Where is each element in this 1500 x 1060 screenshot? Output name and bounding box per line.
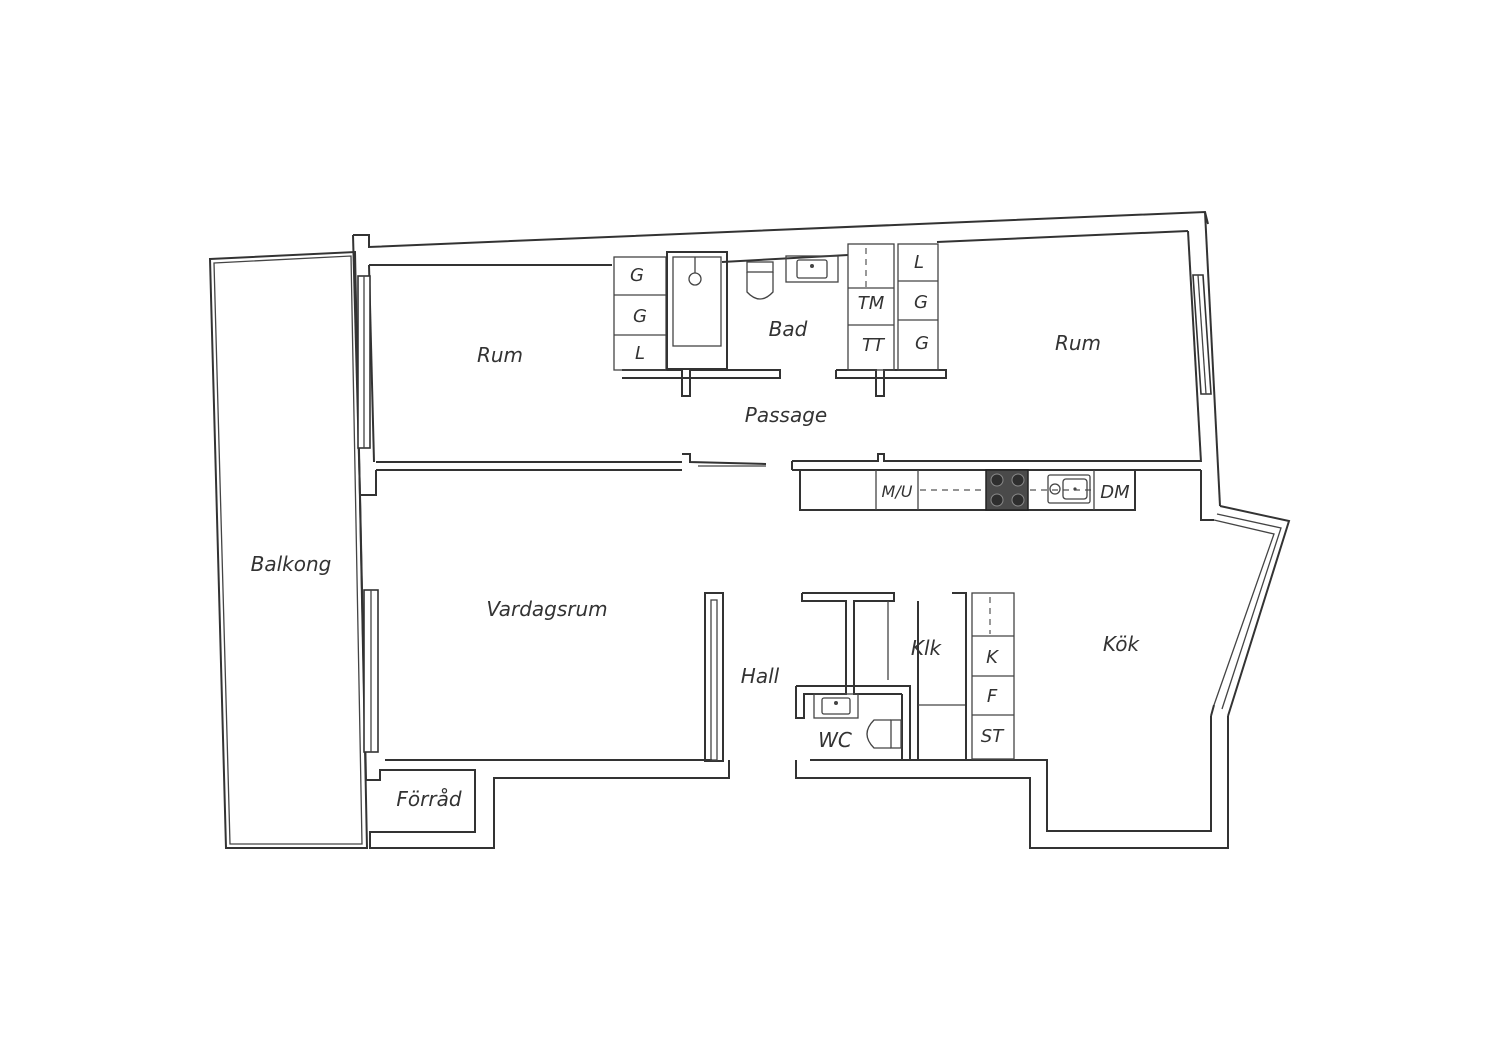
room-label-hall: Hall [741,664,780,688]
appliance-label: DM [1100,482,1130,503]
outer-walls [352,210,1291,849]
room-label-klk: Klk [911,636,943,660]
toilet-icon [746,261,774,300]
closet-label: G [630,265,644,286]
room-label-kok: Kök [1103,632,1141,656]
laundry-label: TM [858,293,885,314]
room-label-vardagsrum: Vardagsrum [486,597,607,621]
room-label-rum-right: Rum [1055,331,1101,355]
room-labels: Rum Bad Rum Passage Balkong Vardagsrum H… [251,317,1141,811]
bath-sink-icon [785,255,839,283]
room-label-balkong: Balkong [251,552,332,576]
closet-label: G [915,333,929,354]
balcony [208,250,369,849]
appliance-label: M/U [882,482,913,501]
closet-label: L [914,252,924,273]
wc-toilet-icon [866,719,902,749]
room-label-bad: Bad [769,317,808,341]
kitchen-sink-icon [1047,474,1091,504]
fixture-labels: G G L TM TT L G G M/U DM K F ST [630,252,1130,747]
closet-label: L [635,343,645,364]
room-label-passage: Passage [745,403,827,427]
appliance-label: ST [981,726,1005,747]
stove-icon [985,469,1029,511]
closet-label: G [914,292,928,313]
room-label-rum-left: Rum [477,343,523,367]
shower-head-icon [688,257,702,286]
room-label-forrad: Förråd [396,787,461,811]
laundry-label: TT [862,335,886,356]
appliance-label: K [986,647,999,668]
wc-sink-icon [813,693,859,719]
closet-label: G [633,306,647,327]
room-label-wc: WC [818,728,852,752]
windows [357,274,1212,753]
appliance-label: F [987,686,998,707]
